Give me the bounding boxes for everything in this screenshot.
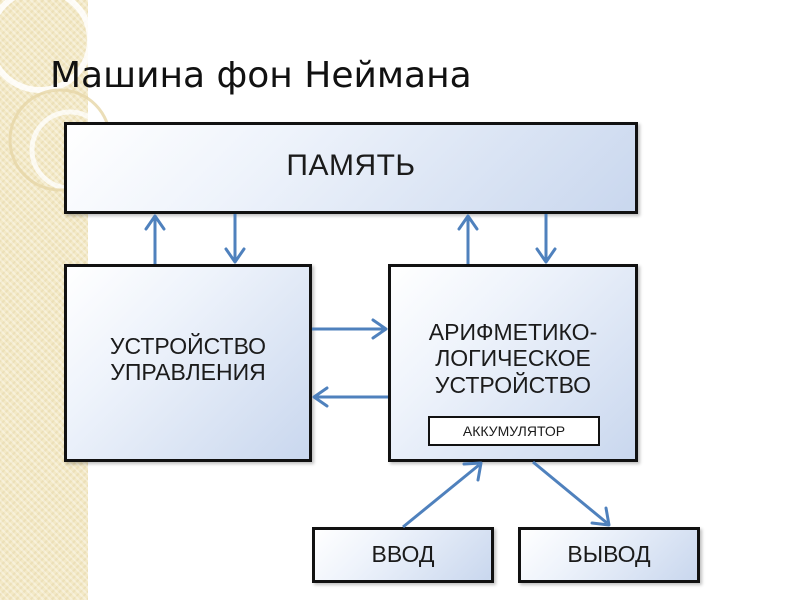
output-box: ВЫВОД [518,527,700,583]
input-label: ВВОД [371,541,435,567]
control-unit-box: УСТРОЙСТВО УПРАВЛЕНИЯ [64,264,312,462]
input-box: ВВОД [312,527,494,583]
control-unit-label: УСТРОЙСТВО УПРАВЛЕНИЯ [109,333,267,386]
alu-label: АРИФМЕТИКО- ЛОГИЧЕСКОЕ УСТРОЙСТВО [428,319,598,398]
memory-box: ПАМЯТЬ [64,122,638,214]
accumulator-box: АККУМУЛЯТОР [428,416,600,446]
output-label: ВЫВОД [567,541,651,567]
slide-title: Машина фон Неймана [50,55,472,96]
memory-label: ПАМЯТЬ [286,149,416,182]
